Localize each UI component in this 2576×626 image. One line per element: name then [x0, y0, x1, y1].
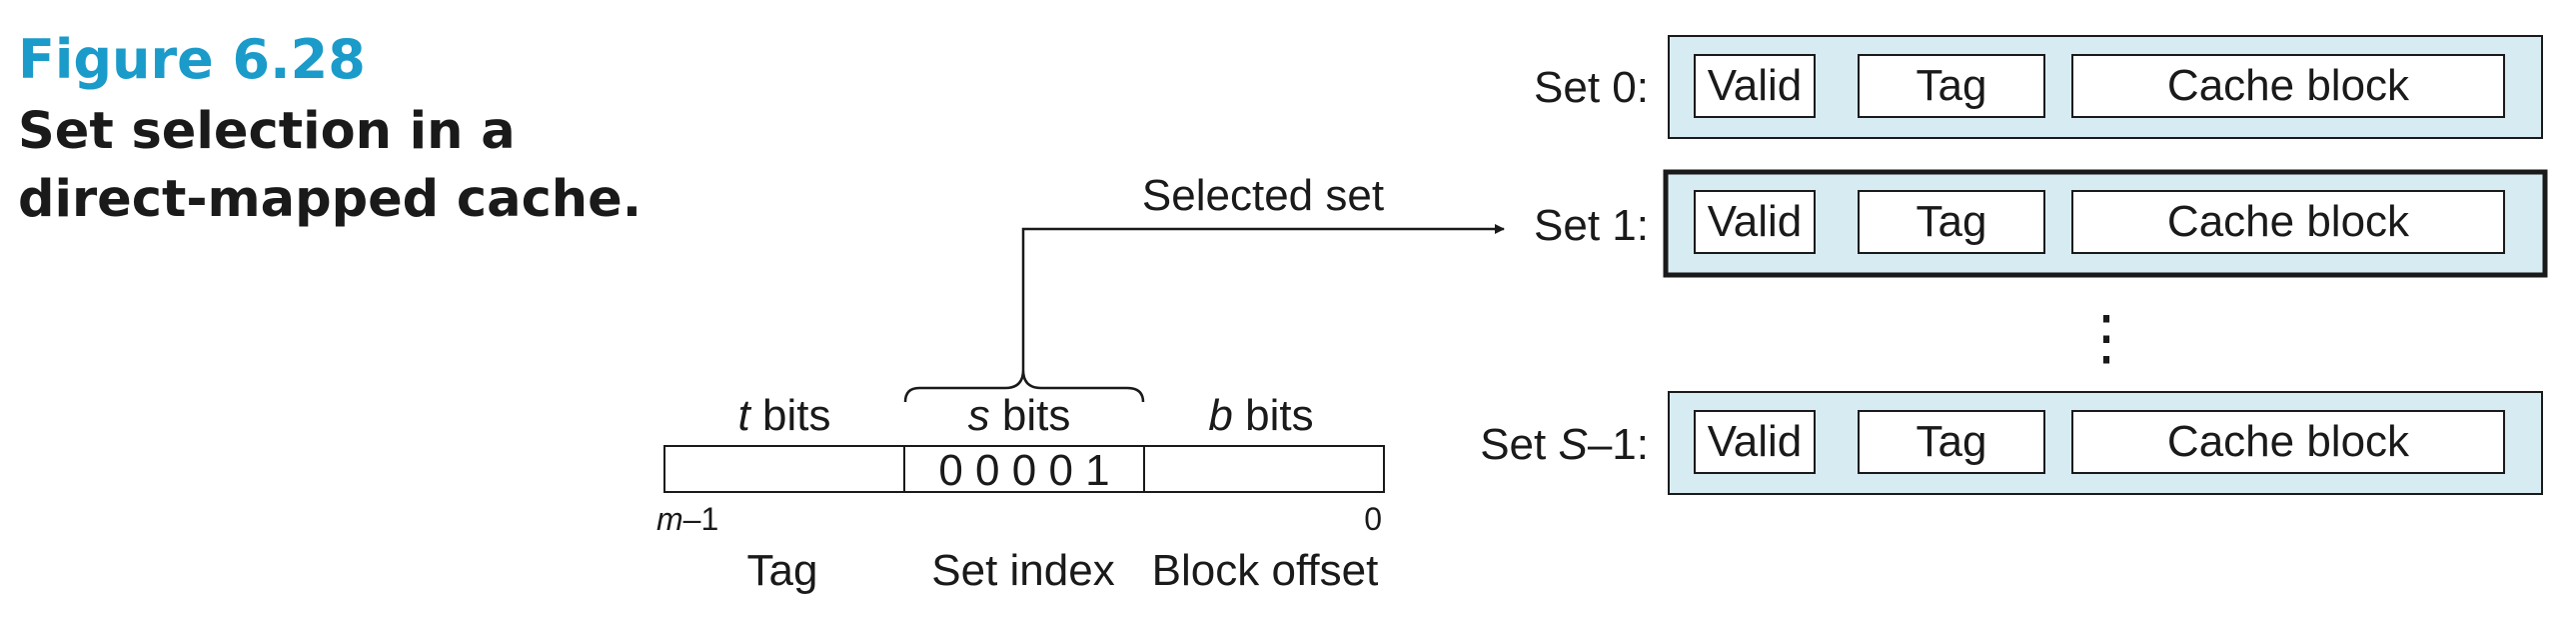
set-0-valid-cell: Valid	[1708, 61, 1803, 110]
block-offset-field-name: Block offset	[1152, 546, 1379, 595]
set-0-tag-cell: Tag	[1917, 61, 1987, 110]
set-0-cache-block-cell: Cache block	[2167, 61, 2410, 110]
set-index-field-name: Set index	[931, 546, 1114, 595]
address-word: 0 0 0 0 1 t bits s bits b bits m–1 0 Tag…	[656, 391, 1385, 595]
figure-number: Figure 6.28	[18, 28, 366, 91]
set-last-cache-block-cell: Cache block	[2167, 417, 2410, 466]
tag-width-label: t bits	[738, 391, 831, 440]
sets-ellipsis: ⋮	[2076, 304, 2136, 371]
set-1-valid-cell: Valid	[1708, 197, 1803, 246]
tag-field-name: Tag	[747, 546, 818, 595]
cache-set-1: Set 1: Valid Tag Cache block	[1534, 169, 2548, 278]
lsb-bit-label: 0	[1364, 501, 1382, 537]
set-1-cache-block-cell: Cache block	[2167, 197, 2410, 246]
address-block-offset-field	[1143, 445, 1385, 493]
cache-set-last: Set S–1: Valid Tag Cache block	[1480, 391, 2543, 495]
set-last-valid-cell: Valid	[1708, 417, 1803, 466]
msb-bit-label: m–1	[656, 501, 718, 537]
set-1-tag-cell: Tag	[1917, 197, 1987, 246]
selection-arrow	[1021, 224, 1505, 370]
set-index-value: 0 0 0 0 1	[938, 446, 1109, 495]
set-last-tag-cell: Tag	[1917, 417, 1987, 466]
set-last-label: Set S–1:	[1480, 420, 1649, 469]
figure-caption: Set selection in a direct-mapped cache.	[18, 102, 643, 229]
cache-set-0: Set 0: Valid Tag Cache block	[1534, 35, 2543, 139]
set-index-width-label: s bits	[968, 391, 1071, 440]
set-1-label: Set 1:	[1534, 201, 1649, 250]
block-offset-width-label: b bits	[1208, 391, 1313, 440]
selected-set-label: Selected set	[1142, 171, 1384, 220]
set-0-label: Set 0:	[1534, 63, 1649, 112]
address-tag-field	[663, 445, 905, 493]
